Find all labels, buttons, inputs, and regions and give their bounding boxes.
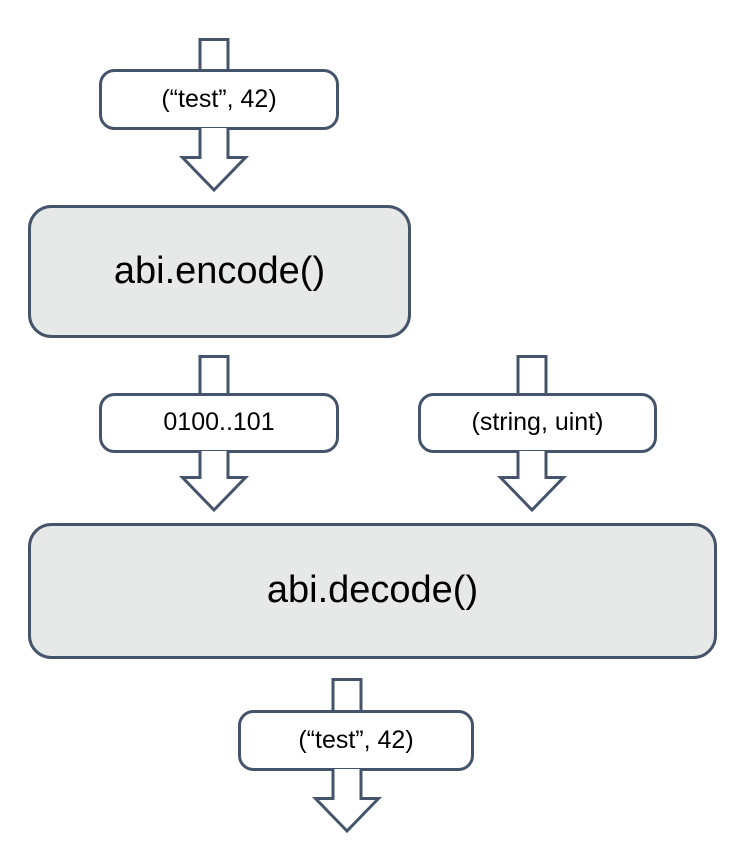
connector-stub-into-types [516,355,548,394]
connector-output-to-exit [311,769,383,834]
connector-bytes-to-decode [178,451,250,513]
node-output-tuple[interactable] [238,710,474,771]
node-encoded-bytes[interactable] [99,393,339,453]
connector-stub-into-output [331,678,363,711]
node-encode[interactable] [28,205,411,338]
node-decode[interactable] [28,523,717,659]
node-input-tuple[interactable] [99,69,339,130]
connector-types-to-decode [496,451,568,513]
connector-stub-into-input [198,38,230,70]
node-types-tuple[interactable] [418,393,657,453]
connector-input-to-encode [178,128,250,193]
connector-stub-into-bytes [198,355,230,394]
